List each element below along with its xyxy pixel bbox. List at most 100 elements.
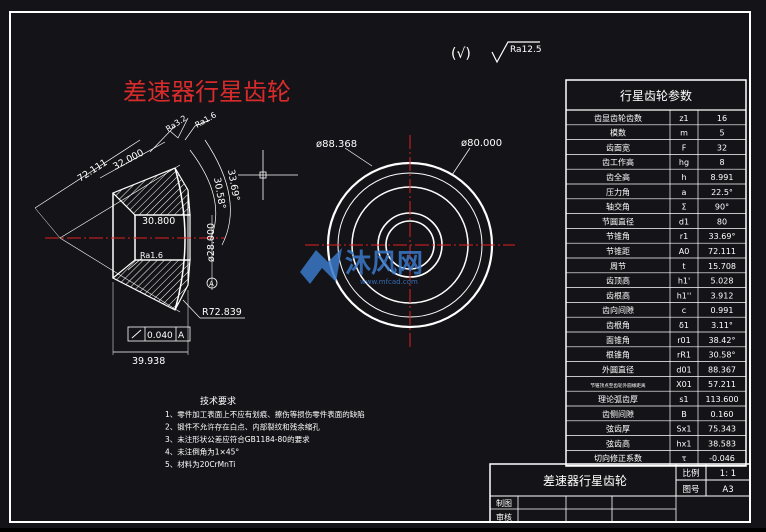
watermark-logo-icon: [300, 248, 342, 284]
angle-3058: 30.58°: [211, 177, 227, 210]
scale-label: 比例: [682, 468, 699, 479]
angle-arc-3369: [204, 139, 231, 246]
table-cell-symbol: X01: [676, 380, 692, 389]
table-cell-symbol: a: [682, 188, 687, 197]
table-cell-value: 90°: [715, 203, 729, 212]
table-cell-symbol: c: [682, 306, 686, 315]
drawing-frame: [9, 11, 751, 523]
tech-requirement-item: 1、零件加工表面上不应有划痕、擦伤等损伤零件表面的缺陷: [165, 409, 365, 419]
tolerance-frame: [127, 326, 191, 342]
table-cell-name: 齿顶高: [606, 276, 630, 286]
table-cell-value: 3.912: [711, 291, 734, 300]
title-block-name: 差速器行星齿轮: [543, 474, 627, 488]
table-cell-name: 轴交角: [606, 202, 630, 212]
leader-outer: [344, 147, 373, 167]
sheet-value: A3: [722, 485, 733, 495]
surface-roughness-label: Ra12.5: [510, 45, 542, 55]
table-cell-symbol: A0: [679, 247, 690, 256]
surface-finish-paren: (√): [451, 46, 471, 62]
table-cell-value: 0.991: [711, 306, 734, 315]
dim-72: 72.111: [76, 157, 110, 184]
tech-requirement-item: 3、未注形状公差应符合GB1184-80的要求: [165, 434, 310, 444]
table-cell-symbol: d1: [679, 217, 689, 226]
table-cell-value: 57.211: [708, 380, 736, 389]
tech-requirements-list: 1、零件加工表面上不应有划痕、擦伤等损伤零件表面的缺陷2、锻件不允许存在白点、内…: [165, 409, 365, 469]
table-cell-value: 32: [717, 143, 727, 152]
watermark: 沐风网 www.mfcad.com: [300, 248, 423, 286]
table-cell-name: 理论弧齿厚: [598, 394, 638, 404]
table-cell-symbol: m: [680, 129, 688, 138]
table-cell-name: 节圆直径: [602, 216, 634, 226]
datum-letter: A: [209, 280, 214, 288]
table-cell-value: 22.5°: [711, 188, 733, 197]
table-cell-name: 齿工作高: [602, 157, 634, 167]
dim-outer-diameter: ø88.368: [316, 139, 357, 150]
table-cell-name: 周节: [610, 262, 626, 271]
table-cell-value: 33.69°: [709, 232, 736, 241]
section-view: [34, 117, 298, 355]
table-cell-symbol: h1': [678, 277, 690, 286]
ra32-symbol: [169, 117, 189, 139]
angle-arc-3058: [189, 149, 217, 241]
table-cell-value: 88.367: [708, 365, 736, 374]
tech-requirements-title: 技术要求: [200, 395, 236, 407]
params-table-title: 行星齿轮参数: [620, 88, 692, 103]
table-cell-symbol: r1: [680, 232, 688, 241]
table-cell-value: 16: [717, 114, 727, 123]
table-cell-name: 切向修正系数: [594, 453, 642, 463]
perpendicularity-icon: [131, 329, 142, 339]
watermark-url: www.mfcad.com: [360, 278, 418, 286]
watermark-text: 沐风网: [345, 249, 423, 279]
pitch-cone-line-lower: [59, 237, 181, 313]
table-cell-symbol: t: [682, 262, 685, 271]
table-cell-value: 80: [717, 217, 727, 226]
pitch-cone-line-upper: [59, 164, 181, 239]
table-cell-symbol: Σ: [681, 203, 686, 212]
title-block: [489, 463, 751, 523]
ra16-symbol: [184, 119, 211, 141]
tech-requirement-item: 5、材料为20CrMnTi: [165, 459, 235, 469]
ra-leader-1: [149, 125, 176, 153]
table-cell-value: 72.111: [708, 247, 736, 256]
dim-inner-diameter: ø80.000: [461, 138, 502, 149]
front-view: [305, 135, 515, 350]
table-cell-symbol: hg: [679, 158, 689, 167]
table-cell-symbol: Sx1: [677, 425, 692, 434]
cursor-pick-box: [259, 171, 267, 179]
hatched-tooth-upper: [111, 167, 191, 216]
table-cell-name: 弦齿高: [606, 438, 630, 448]
dim-32: 32.000: [111, 147, 146, 172]
table-cell-value: 5.028: [711, 277, 734, 286]
table-cell-name: 弦齿厚: [606, 424, 630, 434]
table-cell-name: 齿全高: [606, 172, 630, 182]
table-cell-name: 齿根角: [606, 320, 630, 330]
table-cell-value: 0.160: [711, 410, 734, 419]
angle-3369: 33.69°: [225, 169, 241, 202]
sheet-label: 图号: [682, 485, 699, 495]
table-cell-symbol: d01: [676, 365, 691, 374]
table-cell-value: 113.600: [705, 395, 738, 404]
dim-line-72: [34, 139, 141, 209]
table-cell-value: 15.708: [708, 262, 736, 271]
drawing-title: 差速器行星齿轮: [123, 78, 291, 106]
table-cell-symbol: z1: [679, 114, 688, 123]
dim-39938: 39.938: [132, 356, 165, 367]
dim-r72: R72.839: [202, 307, 242, 318]
table-cell-name: 外圆直径: [602, 364, 634, 374]
table-cell-name: 压力角: [606, 187, 630, 197]
table-cell-name: 节锥距: [606, 246, 630, 256]
hatched-tooth-lower: [111, 259, 191, 311]
ra16-inner-label: Ra1.6: [140, 251, 163, 260]
tolerance-datum: A: [178, 331, 185, 341]
table-cell-value: 3.11°: [711, 321, 733, 330]
table-cell-name: 齿面宽: [606, 142, 630, 152]
table-cell-symbol: s1: [679, 395, 688, 404]
table-cell-symbol: B: [681, 410, 687, 419]
tech-requirements: 技术要求 1、零件加工表面上不应有划痕、擦伤等损伤零件表面的缺陷2、锻件不允许存…: [165, 395, 365, 469]
table-cell-value: 75.343: [708, 425, 736, 434]
ra16-inner-leader: [127, 257, 143, 271]
table-cell-symbol: h: [681, 173, 686, 182]
table-cell-value: 5: [719, 129, 724, 138]
